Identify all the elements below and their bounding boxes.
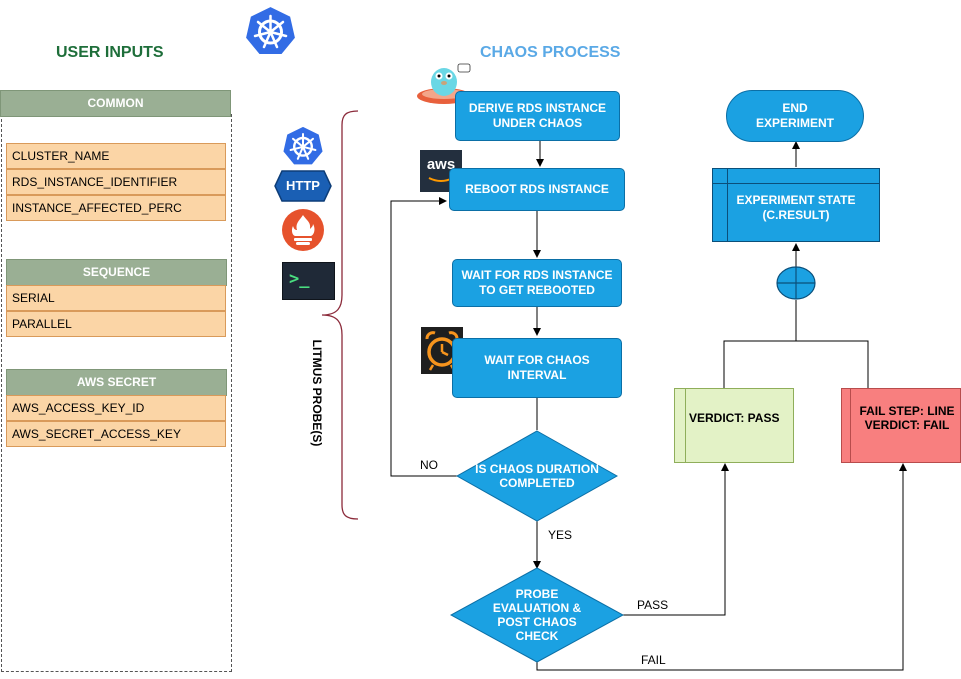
input-cluster-name: CLUSTER_NAME xyxy=(6,143,226,169)
reboot-rds-instance-step: REBOOT RDS INSTANCE xyxy=(449,168,625,211)
pass-edge-label: PASS xyxy=(637,598,669,612)
common-header: COMMON xyxy=(0,90,231,117)
kubernetes-icon xyxy=(281,125,325,166)
user-inputs-title: USER INPUTS xyxy=(56,44,164,61)
prometheus-icon xyxy=(282,209,324,251)
verdict-pass-label: VERDICT: PASS xyxy=(689,411,780,425)
probe-evaluation-decision-label: PROBE EVALUATION & POST CHAOS CHECK xyxy=(492,587,582,643)
verdict-pass-box: VERDICT: PASS xyxy=(674,388,794,463)
http-icon: HTTP xyxy=(274,170,332,202)
end-experiment-node: END EXPERIMENT xyxy=(726,90,864,142)
input-rds-instance-identifier: RDS_INSTANCE_IDENTIFIER xyxy=(6,169,226,195)
experiment-state-label: EXPERIMENT STATE (C.RESULT) xyxy=(736,193,856,222)
input-serial: SERIAL xyxy=(6,285,226,311)
merge-or-symbol xyxy=(776,266,816,300)
verdict-fail-box: FAIL STEP: LINE VERDICT: FAIL xyxy=(841,388,961,463)
experiment-state-box: EXPERIMENT STATE (C.RESULT) xyxy=(712,168,880,242)
aws-secret-header: AWS SECRET xyxy=(6,369,227,396)
wait-for-chaos-interval-step: WAIT FOR CHAOS INTERVAL xyxy=(452,338,622,398)
fail-edge-label: FAIL xyxy=(641,653,666,667)
aws-logo-text: aws xyxy=(426,156,456,173)
chaos-duration-decision xyxy=(456,430,618,522)
no-edge-label: NO xyxy=(420,458,438,472)
probe-evaluation-decision xyxy=(450,567,624,663)
chaos-process-title: CHAOS PROCESS xyxy=(480,44,621,61)
input-parallel: PARALLEL xyxy=(6,311,226,337)
wait-for-reboot-step: WAIT FOR RDS INSTANCE TO GET REBOOTED xyxy=(452,259,622,307)
input-instance-affected-perc: INSTANCE_AFFECTED_PERC xyxy=(6,195,226,221)
sequence-header: SEQUENCE xyxy=(6,259,227,286)
experiment-state-divider-top xyxy=(713,183,879,184)
experiment-state-divider-left xyxy=(727,169,728,241)
verdict-fail-divider xyxy=(850,389,851,462)
http-icon-label: HTTP xyxy=(286,178,320,193)
input-aws-secret-access-key: AWS_SECRET_ACCESS_KEY xyxy=(6,421,226,447)
verdict-fail-label: FAIL STEP: LINE VERDICT: FAIL xyxy=(859,404,955,432)
kubernetes-logo-icon xyxy=(243,5,298,56)
derive-rds-instance-step: DERIVE RDS INSTANCE UNDER CHAOS xyxy=(455,91,620,141)
chaos-duration-decision-label: IS CHAOS DURATION COMPLETED xyxy=(475,462,599,490)
yes-edge-label: YES xyxy=(548,528,573,542)
probe-brace xyxy=(321,110,359,520)
terminal-icon: >_ xyxy=(282,262,335,300)
input-aws-access-key-id: AWS_ACCESS_KEY_ID xyxy=(6,395,226,421)
verdict-pass-divider xyxy=(685,389,686,462)
terminal-prompt: >_ xyxy=(289,269,310,289)
